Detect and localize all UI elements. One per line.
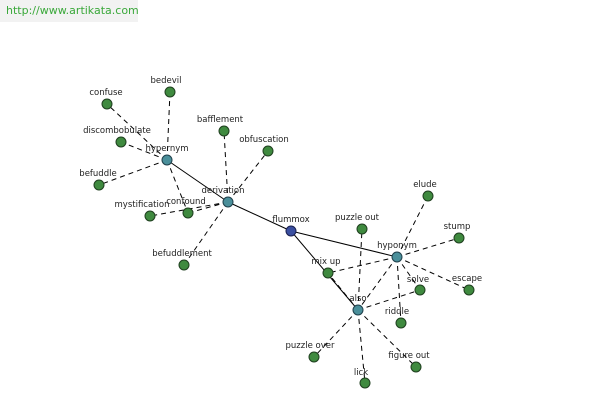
node-label-mystification: mystification	[115, 200, 170, 210]
node-label-solve: solve	[407, 275, 429, 285]
node-label-riddle: riddle	[385, 307, 409, 317]
node-label-confound: confound	[166, 197, 206, 207]
edges-layer	[98, 91, 470, 384]
source-link[interactable]: http://www.artikata.com	[6, 4, 139, 17]
node-label-figure-out: figure out	[388, 351, 430, 361]
node-label-bafflement: bafflement	[197, 115, 244, 125]
node-label-elude: elude	[413, 180, 437, 190]
edge-also-puzzle-over	[313, 309, 359, 358]
edge-flummox-derivation	[227, 201, 292, 232]
edge-also-figure-out	[357, 309, 417, 368]
node-flummox[interactable]	[285, 225, 297, 237]
node-label-derivation: derivation	[201, 186, 244, 196]
node-escape[interactable]	[463, 284, 475, 296]
node-elude[interactable]	[422, 190, 434, 202]
node-label-befuddle: befuddle	[79, 169, 116, 179]
node-also[interactable]	[352, 304, 364, 316]
edge-also-lick	[357, 309, 366, 384]
node-confound[interactable]	[182, 207, 194, 219]
node-solve[interactable]	[414, 284, 426, 296]
node-befuddlement[interactable]	[178, 259, 190, 271]
edge-also-mix-up	[327, 272, 359, 311]
node-label-stump: stump	[444, 222, 471, 232]
edge-hyponym-elude	[396, 195, 429, 258]
node-hyponym[interactable]	[391, 251, 403, 263]
edge-hyponym-escape	[396, 256, 470, 291]
edge-hyponym-stump	[396, 237, 460, 258]
edge-also-solve	[357, 289, 421, 311]
node-bafflement[interactable]	[218, 125, 230, 137]
node-label-lick: lick	[354, 368, 368, 378]
node-derivation[interactable]	[222, 196, 234, 208]
node-obfuscation[interactable]	[262, 145, 274, 157]
edge-hyponym-also	[357, 256, 398, 311]
node-label-befuddlement: befuddlement	[152, 249, 212, 259]
node-discombobulate[interactable]	[115, 136, 127, 148]
edge-hypernym-befuddle	[98, 159, 168, 186]
node-riddle[interactable]	[395, 317, 407, 329]
node-label-obfuscation: obfuscation	[239, 135, 289, 145]
node-lick[interactable]	[359, 377, 371, 389]
edge-hypernym-confound	[166, 159, 189, 214]
node-label-confuse: confuse	[89, 88, 122, 98]
node-bedevil[interactable]	[164, 86, 176, 98]
node-hypernym[interactable]	[161, 154, 173, 166]
edge-hyponym-riddle	[396, 256, 402, 324]
edge-hyponym-mix-up	[327, 256, 398, 274]
node-stump[interactable]	[453, 232, 465, 244]
node-puzzle-over[interactable]	[308, 351, 320, 363]
edge-also-puzzle-out	[357, 228, 363, 311]
node-label-puzzle-out: puzzle out	[335, 213, 380, 223]
node-befuddle[interactable]	[93, 179, 105, 191]
edge-derivation-befuddlement	[183, 201, 229, 266]
node-label-mix-up: mix up	[311, 257, 340, 267]
edge-hypernym-bedevil	[166, 91, 171, 161]
edge-derivation-hypernym	[166, 159, 229, 203]
edge-derivation-confound	[187, 201, 229, 214]
node-label-escape: escape	[452, 274, 482, 284]
labels-layer: flummox derivation hypernym hyponym also conf…	[79, 76, 482, 378]
node-label-hyponym: hyponym	[377, 241, 417, 251]
node-mix-up[interactable]	[322, 267, 334, 279]
edge-flummox-hyponym	[290, 230, 398, 258]
node-label-flummox: flummox	[272, 215, 309, 225]
edge-hyponym-solve	[396, 256, 421, 291]
edge-derivation-bafflement	[223, 130, 229, 203]
node-figure-out[interactable]	[410, 361, 422, 373]
node-label-also: also	[349, 294, 366, 304]
node-label-bedevil: bedevil	[150, 76, 181, 86]
node-confuse[interactable]	[101, 98, 113, 110]
node-label-hypernym: hypernym	[145, 144, 188, 154]
edge-hypernym-confuse	[106, 103, 168, 161]
edge-derivation-obfuscation	[227, 150, 269, 203]
nodes-layer	[93, 86, 475, 389]
node-puzzle-out[interactable]	[356, 223, 368, 235]
source-banner: http://www.artikata.com	[0, 0, 139, 22]
node-label-discombobulate: discombobulate	[83, 126, 151, 136]
node-mystification[interactable]	[144, 210, 156, 222]
node-label-puzzle-over: puzzle over	[286, 341, 335, 351]
